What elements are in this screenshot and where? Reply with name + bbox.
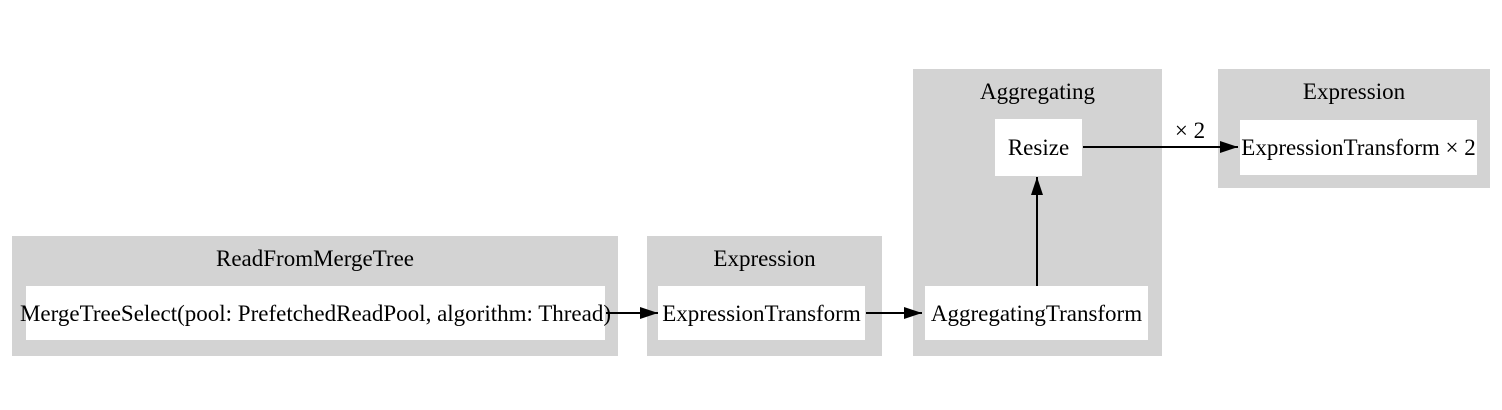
cluster-aggregating-title: Aggregating [980,79,1095,104]
cluster-expression-1-title: Expression [713,246,816,271]
cluster-expression-2-title: Expression [1302,79,1406,104]
node-aggregating-transform-label: AggregatingTransform [930,300,1143,326]
node-expression-transform: ExpressionTransform [658,286,865,340]
node-aggregating-transform: AggregatingTransform [925,286,1148,340]
cluster-read-from-merge-tree-title: ReadFromMergeTree [215,246,415,271]
node-resize: Resize [995,119,1082,176]
node-merge-tree-select-label: MergeTreeSelect(pool: PrefetchedReadPool… [19,300,612,326]
node-resize-label: Resize [1007,135,1070,160]
node-expression-transform-x2: ExpressionTransform × 2 [1240,120,1477,175]
edge-multiplicity-label: × 2 [1174,118,1206,143]
node-expression-transform-x2-label: ExpressionTransform × 2 [1241,135,1476,160]
node-merge-tree-select: MergeTreeSelect(pool: PrefetchedReadPool… [20,286,611,340]
node-expression-transform-label: ExpressionTransform [662,300,861,326]
